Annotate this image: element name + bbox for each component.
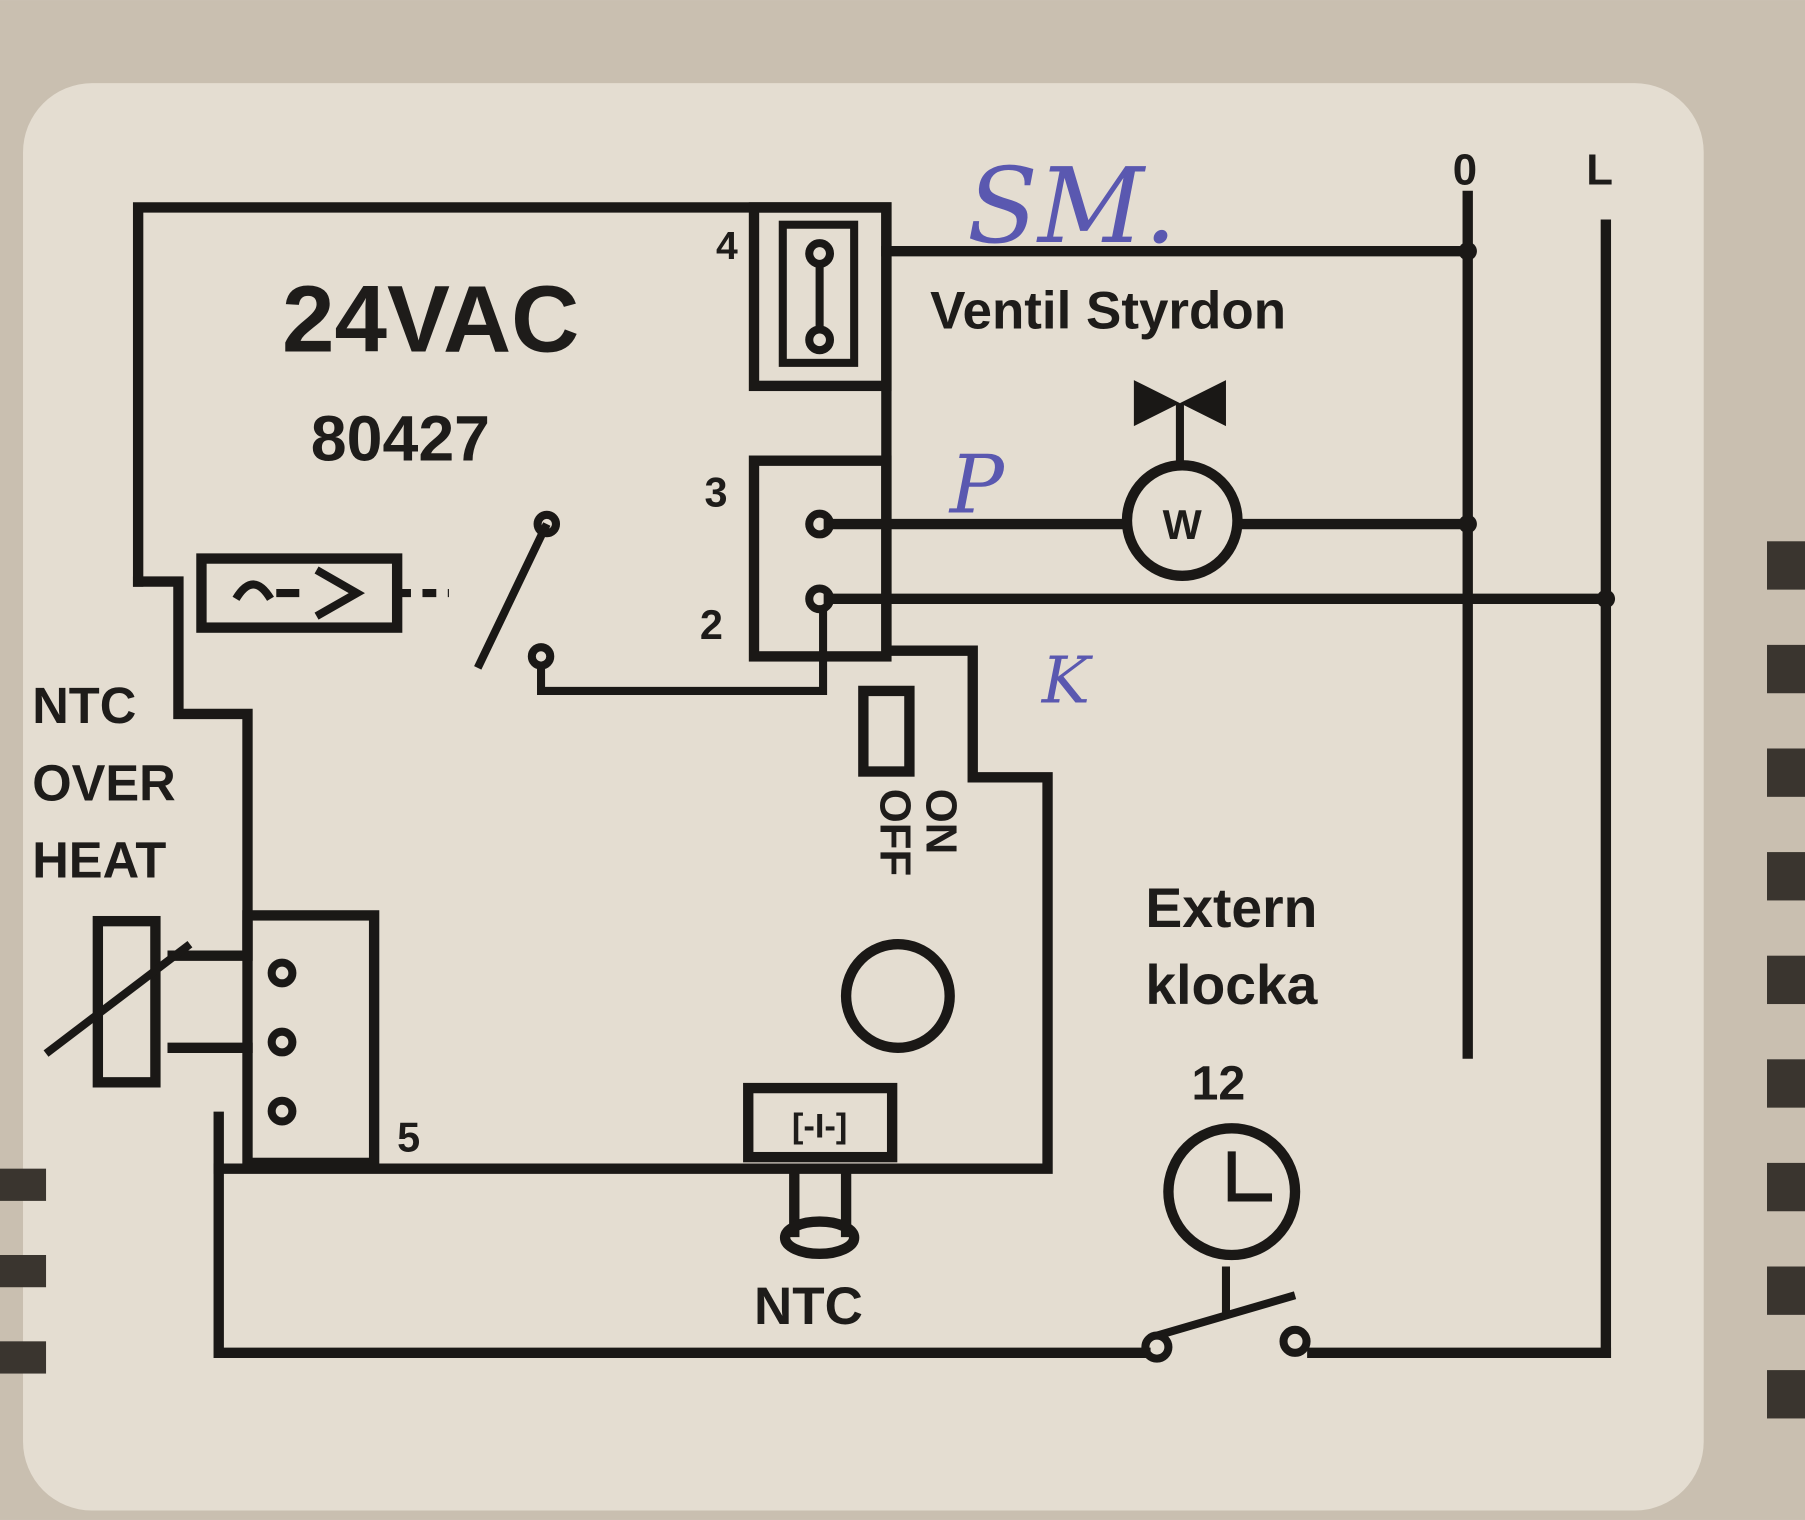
model-number: 80427 (311, 403, 490, 475)
svg-text:12: 12 (1191, 1057, 1245, 1111)
relay-switch-icon (474, 522, 828, 695)
clock-switch-icon (1155, 1266, 1297, 1340)
on-off-switch[interactable] (858, 685, 915, 777)
svg-text:ON: ON (917, 789, 966, 855)
valve-label: Ventil Styrdon (930, 281, 1286, 340)
svg-text:W: W (1163, 501, 1203, 548)
extern-clock-label: Extern klocka (1145, 877, 1332, 1016)
svg-text:OFF: OFF (871, 789, 920, 876)
label-sticker (23, 83, 1704, 1511)
valve-actuator-icon: W (1121, 380, 1243, 581)
svg-text:4: 4 (716, 225, 738, 268)
svg-text:3: 3 (705, 469, 728, 516)
vent-slots (0, 541, 1805, 1419)
handwritten-p: P (948, 439, 1006, 533)
svg-text:2: 2 (700, 601, 723, 648)
ntc-label: NTC (754, 1277, 863, 1336)
ntc-overheat-sensor-icon (92, 915, 161, 1088)
ntc-connector (743, 1082, 898, 1163)
svg-text:5: 5 (397, 1113, 420, 1160)
ntc-overheat-label: NTC OVER HEAT (32, 677, 190, 888)
svg-text:[-I-]: [-I-] (792, 1108, 848, 1146)
terminal-block-5 (242, 910, 380, 1169)
terminal-block-4 (748, 202, 892, 392)
handwritten-sm: SM. (967, 147, 1177, 267)
controller-outline (132, 202, 1053, 1174)
svg-text:0: 0 (1453, 145, 1477, 194)
svg-text:L: L (1586, 145, 1613, 194)
voltage-title: 24VAC (282, 267, 579, 372)
clock-icon (1163, 1123, 1301, 1261)
handwritten-k: K (1041, 643, 1094, 718)
